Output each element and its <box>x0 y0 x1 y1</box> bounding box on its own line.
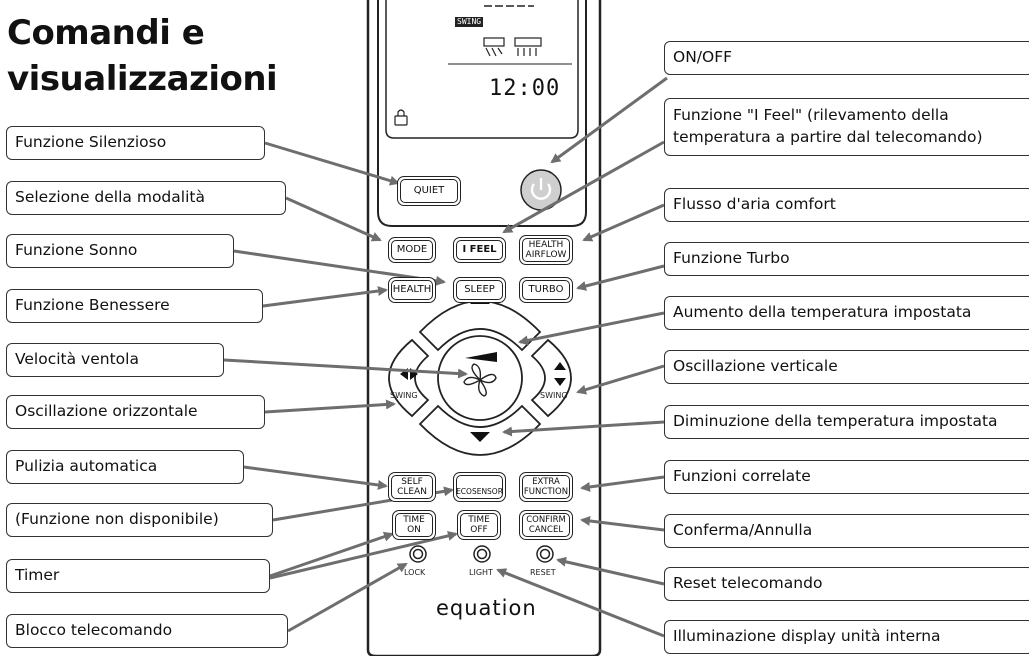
arrow-health <box>262 286 388 308</box>
page-title: Comandi e visualizzazioni <box>7 10 278 102</box>
arrow-sleep <box>233 249 446 286</box>
reset-button-label: RESET <box>530 568 556 577</box>
swing-right-label: SWING <box>540 391 568 400</box>
arrow-swing-h <box>264 399 396 414</box>
label-oscillazione-orizzontale: Oscillazione orizzontale <box>6 395 265 429</box>
fan-icon <box>465 352 497 362</box>
arrow-lock <box>287 562 408 633</box>
confirm-line1: CONFIRM <box>526 515 566 525</box>
label-reset: Reset telecomando <box>664 567 1029 601</box>
arrow-turbo <box>576 264 665 291</box>
extra-line2: FUNCTION <box>523 487 569 497</box>
label-benessere: Funzione Benessere <box>6 289 263 323</box>
arrow-temp-down <box>502 420 665 437</box>
self-clean-line2: CLEAN <box>397 487 427 497</box>
confirm-line2: CANCEL <box>528 525 564 535</box>
health-button[interactable]: HEALTH <box>388 277 436 303</box>
health-airflow-line2: AIRFLOW <box>525 250 567 260</box>
arrow-fan <box>223 358 468 379</box>
extra-line1: EXTRA <box>532 477 560 487</box>
label-velocita-ventola: Velocità ventola <box>6 343 224 377</box>
label-modalita: Selezione della modalità <box>6 181 286 215</box>
label-conferma: Conferma/Annulla <box>664 514 1029 548</box>
arrow-timer-off <box>269 530 458 580</box>
arrow-swing-v <box>576 364 665 395</box>
turbo-button[interactable]: TURBO <box>519 277 573 303</box>
time-on-line1: TIME <box>403 515 425 525</box>
sleep-button[interactable]: SLEEP <box>453 277 506 303</box>
time-off-line1: TIME <box>468 515 490 525</box>
ifeel-button[interactable]: I FEEL <box>453 237 506 263</box>
label-non-disponibile: (Funzione non disponibile) <box>6 503 273 537</box>
display-frame <box>377 0 587 227</box>
label-timer: Timer <box>6 559 270 593</box>
time-off-line2: OFF <box>470 525 488 535</box>
label-sonno: Funzione Sonno <box>6 234 234 268</box>
label-pulizia: Pulizia automatica <box>6 450 244 484</box>
lock-button-label: LOCK <box>404 568 426 577</box>
louver-icon <box>483 37 542 57</box>
brand-logo: equation <box>436 596 537 620</box>
arrow-confirm <box>580 516 665 532</box>
label-flusso-comfort: Flusso d'aria comfort <box>664 188 1029 222</box>
label-turbo: Funzione Turbo <box>664 242 1029 276</box>
lcd-time: 12:00 <box>489 76 561 101</box>
lock-small-icon <box>394 109 408 126</box>
fan-blade-icon <box>463 363 497 397</box>
title-line-1: Comandi e <box>7 13 205 53</box>
health-airflow-line1: HEALTH <box>528 240 564 250</box>
label-illuminazione: Illuminazione display unità interna <box>664 620 1029 654</box>
arrow-timer-on <box>269 531 394 578</box>
arrow-onoff <box>550 76 668 164</box>
label-silenzioso: Funzione Silenzioso <box>6 126 265 160</box>
label-aumento-temp: Aumento della temperatura impostata <box>664 296 1029 330</box>
arrow-health-airflow <box>582 203 665 242</box>
label-diminuzione-temp: Diminuzione della temperatura impostata <box>664 405 1029 439</box>
label-oscillazione-verticale: Oscillazione verticale <box>664 350 1029 384</box>
swing-left-label: SWING <box>390 391 418 400</box>
small-round-buttons <box>409 545 554 563</box>
arrow-quiet <box>264 141 400 186</box>
label-blocco: Blocco telecomando <box>6 614 288 648</box>
arrow-ifeel <box>502 140 665 234</box>
lcd-screen <box>385 0 579 139</box>
title-line-2: visualizzazioni <box>7 59 278 99</box>
mode-button[interactable]: MODE <box>388 237 436 263</box>
arrow-extra <box>580 475 665 492</box>
arrow-reset <box>556 556 665 586</box>
arrow-mode <box>285 196 382 242</box>
lcd-swing-indicator: SWING <box>455 17 484 27</box>
arrow-self-clean <box>243 465 388 490</box>
label-ifeel: Funzione "I Feel" (rilevamento della tem… <box>664 98 1029 156</box>
light-button-label: LIGHT <box>469 568 493 577</box>
quiet-button[interactable]: QUIET <box>397 176 461 206</box>
arrow-light <box>496 568 665 638</box>
arrow-temp-up <box>518 311 665 346</box>
label-funzioni-correlate: Funzioni correlate <box>664 460 1029 494</box>
ecosensor-button[interactable]: ECOSENSOR <box>453 472 506 502</box>
label-onoff: ON/OFF <box>664 41 1029 75</box>
time-on-line2: ON <box>407 525 421 535</box>
self-clean-line1: SELF <box>401 477 423 487</box>
